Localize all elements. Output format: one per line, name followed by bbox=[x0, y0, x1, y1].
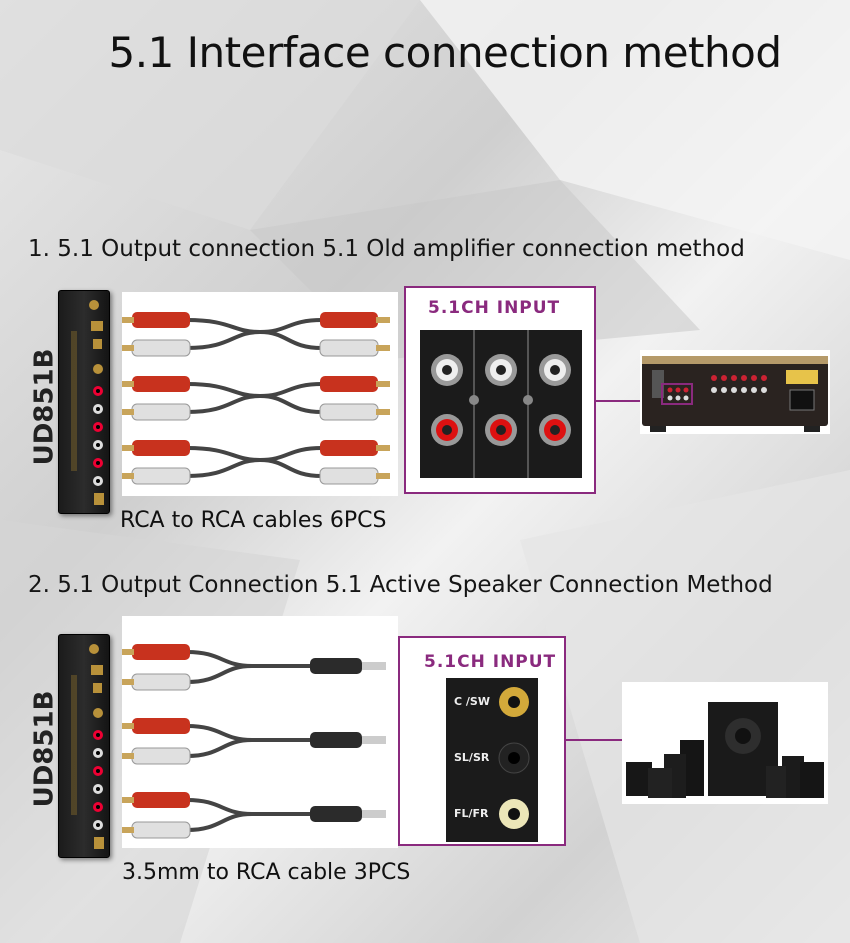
jack-label-sl-sr: SL/SR bbox=[454, 751, 490, 764]
section2-input-box: 5.1CH INPUT C /SW SL/SR FL/FR bbox=[398, 636, 566, 846]
section2-3.5mm-cables bbox=[122, 616, 398, 848]
section1-input-box: 5.1CH INPUT bbox=[404, 286, 596, 494]
section1-heading: 1. 5.1 Output connection 5.1 Old amplifi… bbox=[28, 236, 745, 262]
section1-input-title: 5.1CH INPUT bbox=[428, 298, 561, 318]
section1-device bbox=[58, 290, 110, 514]
amplifier-image bbox=[640, 350, 830, 434]
section2-device-label: UD851B bbox=[29, 690, 60, 808]
section1-device-label: UD851B bbox=[29, 348, 60, 466]
section1-caption: RCA to RCA cables 6PCS bbox=[120, 508, 387, 533]
section1-rca-cables bbox=[122, 292, 398, 496]
section2-device bbox=[58, 634, 110, 858]
section2-caption: 3.5mm to RCA cable 3PCS bbox=[122, 860, 411, 885]
device-ports bbox=[71, 644, 104, 849]
page-title: 5.1 Interface connection method bbox=[108, 28, 783, 77]
section2-heading: 2. 5.1 Output Connection 5.1 Active Spea… bbox=[28, 572, 773, 598]
jack-label-fl-fr: FL/FR bbox=[454, 807, 489, 820]
jack-label-c-sw: C /SW bbox=[454, 695, 490, 708]
section2-connector-line bbox=[566, 739, 626, 741]
speaker-system-image bbox=[622, 682, 828, 804]
section1-rca-jack-panel bbox=[420, 330, 582, 478]
section2-jack-panel: C /SW SL/SR FL/FR bbox=[446, 678, 538, 842]
device-ports bbox=[71, 300, 104, 505]
section2-input-title: 5.1CH INPUT bbox=[424, 652, 557, 672]
